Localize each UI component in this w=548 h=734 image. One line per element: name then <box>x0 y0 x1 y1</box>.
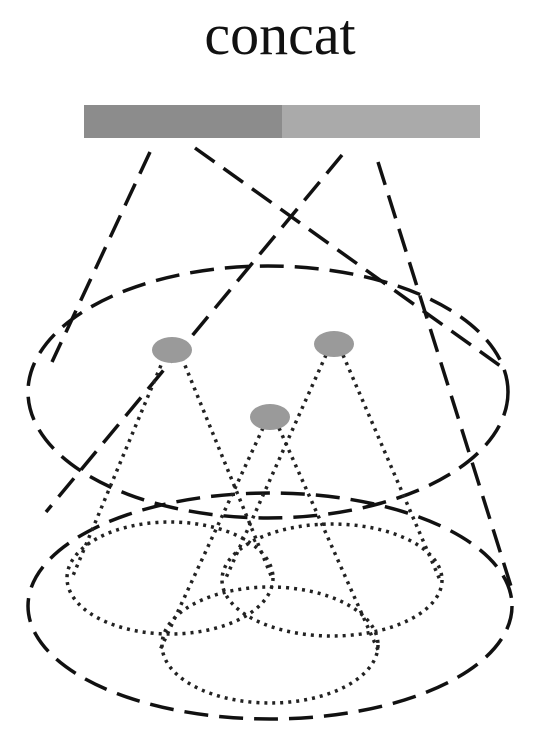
cone-line-left-a <box>70 357 166 579</box>
cone-line-right-b <box>341 354 442 581</box>
concat-bar-right-segment <box>282 105 480 138</box>
neighbourhood-circle-right <box>220 522 444 638</box>
concat-bar-left-segment <box>84 105 282 138</box>
neighbourhood-circle-left <box>65 520 275 636</box>
neighbourhood-circles <box>65 520 444 705</box>
node-right <box>314 331 354 357</box>
projection-line-2 <box>193 146 508 372</box>
centroid-nodes <box>152 331 354 430</box>
cone-line-left-b <box>180 357 274 579</box>
upper-group-ellipse <box>26 264 510 520</box>
cone-line-middle-a <box>158 427 265 651</box>
diagram-title: concat <box>204 2 355 67</box>
projection-line-3 <box>44 153 344 514</box>
neighbourhood-circle-middle <box>160 585 380 705</box>
projection-line-1 <box>50 151 152 363</box>
cone-line-middle-b <box>277 427 380 651</box>
lower-group-ellipse <box>26 491 514 721</box>
bar-projection-lines <box>44 146 516 597</box>
cone-line-right-a <box>223 354 328 581</box>
node-left <box>152 337 192 363</box>
node-middle <box>250 404 290 430</box>
projection-line-4 <box>376 161 516 597</box>
